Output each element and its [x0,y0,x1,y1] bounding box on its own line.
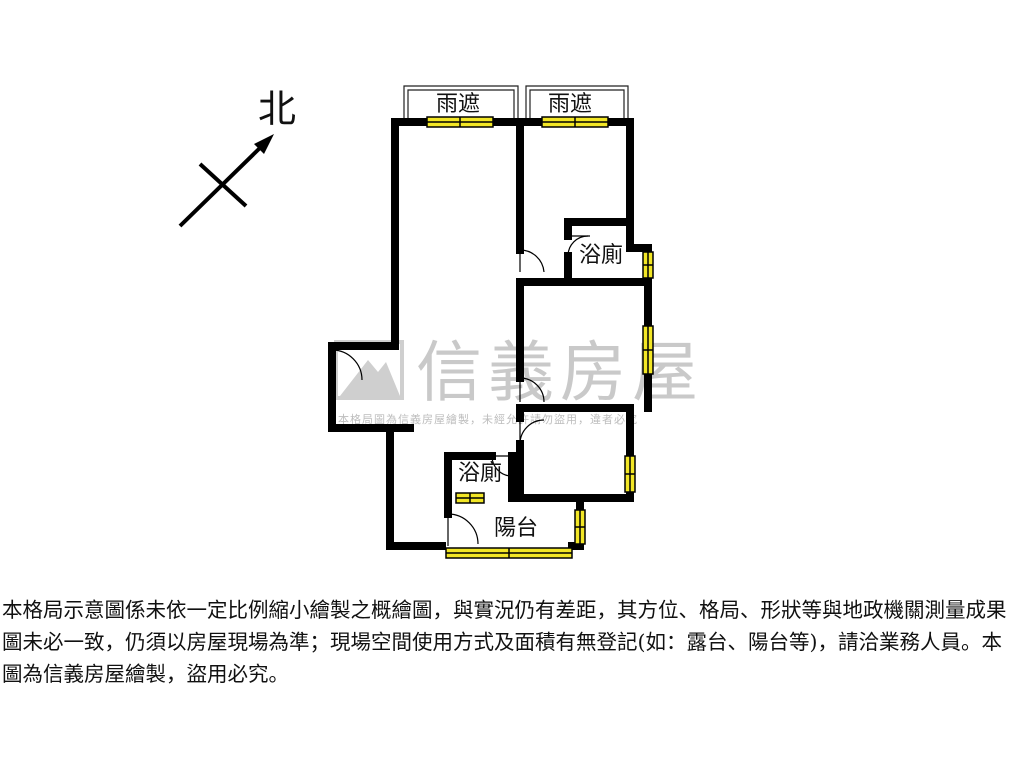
label-bath-upper: 浴廁 [579,243,623,268]
door-main-entrance [331,349,363,386]
floor-plan: 信義房屋 本格局圖為信義房屋繪製，未經允許請勿盜用，違者必究 [178,85,704,559]
doors [331,235,590,546]
north-label: 北 [258,87,296,131]
window-top-right [541,116,609,128]
window-top-left [426,116,494,128]
north-compass: 北 [178,87,296,228]
label-canopy-right: 雨遮 [548,92,592,117]
label-balcony: 陽台 [494,516,538,541]
watermark-logo-icon [334,340,404,400]
windows [426,116,654,559]
window-middle-right [642,325,654,375]
window-bath-upper [642,251,654,279]
door-bath-lower [491,455,513,477]
disclaimer-text: 本格局示意圖係未依一定比例縮小繪製之概繪圖，與實況仍有差距，其方位、格局、形狀等… [2,598,1007,686]
window-bath-lower [455,492,485,504]
watermark-brand: 信義房屋 [416,334,704,411]
window-lower-right [624,455,636,493]
door-balcony [447,513,479,546]
north-arrow-icon [178,134,274,228]
window-balcony-bottom [445,547,573,559]
label-bath-lower: 浴廁 [458,461,502,486]
door-bath-upper [567,235,590,257]
label-canopy-left: 雨遮 [436,92,480,117]
canopies [403,85,629,120]
door-lower-room [519,418,545,445]
door-middle-room [519,377,545,403]
watermark-notice: 本格局圖為信義房屋繪製，未經允許請勿盜用，違者必究 [338,412,638,426]
window-balcony-side [574,509,586,545]
door-upper-hall [519,249,545,273]
